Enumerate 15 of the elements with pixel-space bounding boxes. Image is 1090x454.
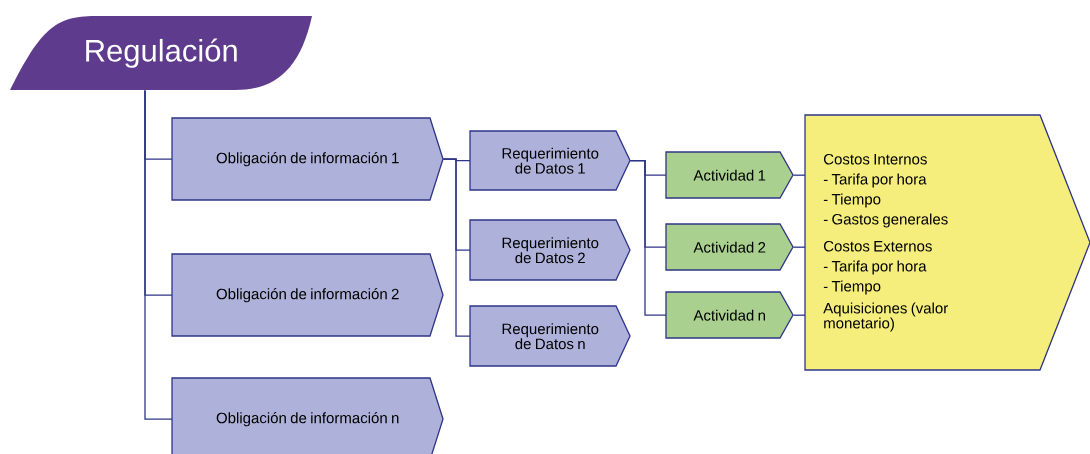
arrow-box: Costos Internos - Tarifa por hora - Tiempo - Gastos generales Costos Externos - Tarifa por hora - Tiempo Aquisiciones (valor monetario) <box>804 114 1090 371</box>
arrow-box: Requerimiento de Datos 2 <box>469 219 631 281</box>
arrow-box: Actividad 1 <box>665 151 794 199</box>
arrow-box: Actividad n <box>665 291 794 339</box>
arrow-box: Actividad 2 <box>665 223 794 271</box>
connector-line <box>629 160 667 316</box>
connector-line <box>792 314 806 316</box>
title-banner: Regulación <box>10 16 312 90</box>
connector-line <box>792 246 806 248</box>
arrow-box: Requerimiento de Datos n <box>469 305 631 367</box>
arrow-box: Requerimiento de Datos 1 <box>469 130 631 191</box>
connector-line <box>144 89 173 420</box>
connector-line <box>792 174 806 176</box>
arrow-box: Obligación de información n <box>171 377 444 454</box>
connector-line <box>442 158 471 337</box>
